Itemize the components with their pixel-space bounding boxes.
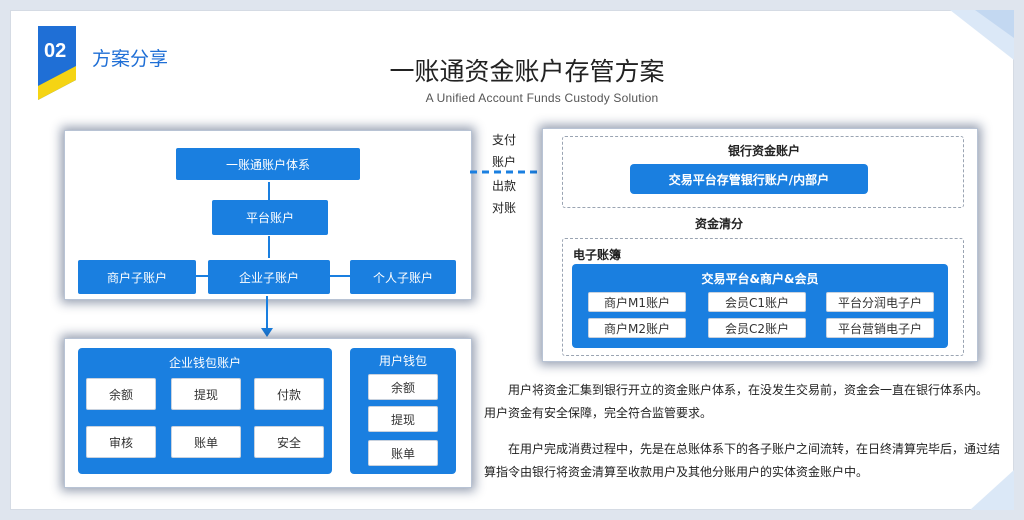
connector-label-pay: 支付 (492, 133, 517, 147)
merchant-m2-account: 商户M2账户 (588, 318, 686, 338)
section-number: 02 (44, 40, 67, 62)
merchant-m1-account: 商户M1账户 (588, 292, 686, 312)
member-c2-account: 会员C2账户 (708, 318, 806, 338)
platform-profit-account: 平台分润电子户 (826, 292, 934, 312)
enterprise-balance-button[interactable]: 余额 (86, 378, 156, 410)
ledger-box: 交易平台&商户&会员 商户M1账户 会员C1账户 平台分润电子户 商户M2账户 … (572, 264, 948, 348)
page-subtitle: A Unified Account Funds Custody Solution (425, 91, 659, 105)
connector-label-account: 账户 (492, 155, 517, 169)
user-bill-button[interactable]: 账单 (368, 440, 438, 466)
merchant-sub-account-box: 商户子账户 (78, 260, 196, 294)
enterprise-wallet: 企业钱包账户 余额 提现 付款 审核 账单 安全 (78, 348, 332, 474)
connector-label-payout: 出款 (492, 179, 517, 193)
section-title: 方案分享 (92, 48, 169, 70)
page-title: 一账通资金账户存管方案 (389, 57, 665, 86)
description-paragraph-2: 在用户完成消费过程中，先是在总账体系下的各子账户之间流转，在日终清算完毕后，通过… (484, 442, 1001, 479)
custody-account-box: 交易平台存管银行账户/内部户 (630, 164, 868, 194)
bank-account-label: 银行资金账户 (728, 144, 801, 158)
enterprise-security-button[interactable]: 安全 (254, 426, 324, 458)
user-wallet-title: 用户钱包 (378, 354, 427, 368)
member-c1-account: 会员C1账户 (708, 292, 806, 312)
user-balance-button[interactable]: 余额 (368, 374, 438, 400)
ledger-zone (562, 238, 964, 356)
enterprise-review-button[interactable]: 审核 (86, 426, 156, 458)
platform-marketing-account: 平台营销电子户 (826, 318, 934, 338)
user-wallet: 用户钱包 余额 提现 账单 (350, 348, 456, 474)
enterprise-bill-button[interactable]: 账单 (171, 426, 241, 458)
enterprise-payment-button[interactable]: 付款 (254, 378, 324, 410)
user-withdraw-button[interactable]: 提现 (368, 406, 438, 432)
platform-account-box: 平台账户 (212, 200, 328, 235)
unified-account-system-box: 一账通账户体系 (176, 148, 360, 180)
connector-label-reconcile: 对账 (492, 201, 517, 215)
enterprise-wallet-title: 企业钱包账户 (168, 356, 241, 370)
description-paragraph-1: 用户将资金汇集到银行开立的资金账户体系，在没发生交易前，资金会一直在银行体系内。… (484, 383, 989, 420)
clearing-label: 资金清分 (695, 217, 744, 231)
ledger-label: 电子账簿 (573, 248, 622, 262)
bank-account-zone (562, 136, 964, 208)
ledger-box-title: 交易平台&商户&会员 (701, 272, 819, 286)
enterprise-withdraw-button[interactable]: 提现 (171, 378, 241, 410)
personal-sub-account-box: 个人子账户 (350, 260, 456, 294)
enterprise-sub-account-box: 企业子账户 (208, 260, 330, 294)
